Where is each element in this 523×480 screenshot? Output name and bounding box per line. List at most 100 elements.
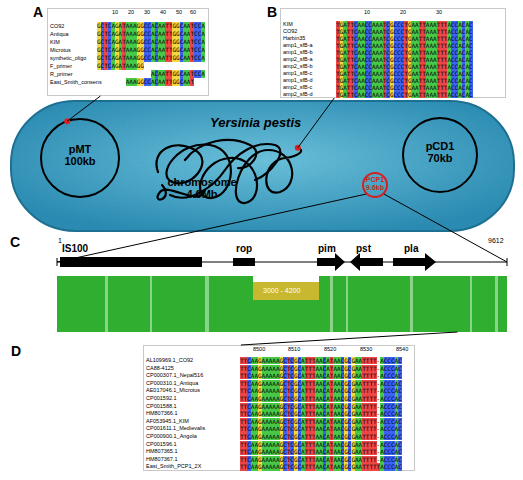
base-cell: C <box>398 357 402 364</box>
base-cell <box>108 70 112 78</box>
base-cell: C <box>398 387 402 394</box>
sequence-row: TGATTCAACCAAATCGCCCTGAATTAAATTTACCACAC <box>336 28 473 35</box>
organism-name: Yersinia pestis <box>210 116 301 130</box>
ruler-number: 30 <box>436 10 442 16</box>
base-cell <box>115 70 119 78</box>
gene-name: pst <box>356 244 371 254</box>
sequence-name: amp1_sfB-c <box>283 70 312 77</box>
base-cell: C <box>398 456 402 463</box>
alignment-panel: DAL109969.1_CO92TTCAAGAAAAAGCTCGCATTTAAC… <box>143 345 415 471</box>
base-cell: C <box>398 448 402 455</box>
sequence-name: East_Smith_consens <box>50 78 102 86</box>
sequence-name: HM807367.1 <box>146 456 178 464</box>
sequence-row: TGATTCAACCAAATCGCCCTGAATTAAATTTACCACAC <box>336 91 473 98</box>
base-cell: C <box>469 63 473 70</box>
base-cell: C <box>398 365 402 372</box>
sequence-name: amp2_sfB-b <box>283 63 313 70</box>
sequence-name: CA88-4125 <box>146 365 174 373</box>
leader-line <box>384 194 507 262</box>
sequence-row: TTCAAGAAAAAGCTCGCATTTAACATAACGCGAATTTT-A… <box>240 418 402 426</box>
gene-name: pla <box>404 244 418 254</box>
sequence-row: TGATTCAACCAAATCGCCCTGAATTAAATTTACCACAC <box>336 77 473 84</box>
sequence-name: synthetic_oligo <box>50 54 86 62</box>
ruler-number: 20 <box>128 10 134 16</box>
sequence-row: TTCAAGAAAAAGCTCGCATTTAACATAACGCGAATTTT-A… <box>240 425 402 433</box>
ruler-number: 10 <box>364 10 370 16</box>
sequence-name: East_Smith_PCP1_2X <box>146 463 201 471</box>
base-cell <box>133 70 137 78</box>
sequence-name: CP000900.1_Angola <box>146 433 197 441</box>
base-cell <box>108 78 112 86</box>
ruler-number: 8510 <box>288 347 300 353</box>
base-cell: C <box>469 35 473 42</box>
sequence-name: CP001611.1_Medievalis <box>146 425 205 433</box>
gene-map <box>57 253 507 332</box>
base-cell: C <box>469 49 473 56</box>
base-cell <box>137 70 141 78</box>
ruler-number: 30 <box>144 10 150 16</box>
base-cell: C <box>469 70 473 77</box>
sequence-name: HM807365.1 <box>146 448 178 456</box>
sequence-row: TTCAAGAAAAAGCTCGCATTTAACATAACGCGAATTTT-A… <box>240 410 402 418</box>
sequence-row: TTCAAGAAAAAGCTCGCATTTAACATAACGCGAATTTT-A… <box>240 372 402 380</box>
sequence-row: TGATTCAACCAAATCGCCCTGAATTAAATTTACCACAC <box>336 21 473 28</box>
sequence-name: CP001596.1 <box>146 441 177 449</box>
sequence-name: CO92 <box>283 28 297 35</box>
base-cell <box>115 78 119 86</box>
base-cell: G <box>140 62 144 70</box>
base-cell <box>119 78 123 86</box>
sequence-row: TTCAAGAAAAAGCTCGCATTTAACATAACGCGAATTTT-A… <box>240 365 402 373</box>
ruler-number: 40 <box>160 10 166 16</box>
plasmid-label: pMT 100kb <box>58 143 102 167</box>
ruler-number: 20 <box>400 10 406 16</box>
base-cell: A <box>201 38 205 46</box>
base-cell <box>126 70 130 78</box>
base-cell: C <box>469 84 473 91</box>
base-cell: A <box>201 70 205 78</box>
gene-name: pim <box>318 244 336 254</box>
base-cell: A <box>201 46 205 54</box>
sequence-name: CP001588.1 <box>146 403 177 411</box>
base-cell <box>97 70 101 78</box>
base-cell: A <box>201 22 205 30</box>
base-cell <box>104 70 108 78</box>
base-cell: C <box>469 21 473 28</box>
sequence-row: TTCAAGAAAAAGCTCGCATTTAACATAACGCGAATTTT-A… <box>240 387 402 395</box>
sequence-row: TTCAAGAAAAAGCTCGCATTTAACATAACGCGAATTTT-A… <box>240 456 402 464</box>
sequence-name: AL109969.1_CO92 <box>146 357 193 365</box>
sequence-row: TTCAAGAAAAAGCTCGCATTTAACATAACGCGAATTTT-A… <box>240 403 402 411</box>
base-cell: C <box>398 410 402 417</box>
ruler-number: 50 <box>176 10 182 16</box>
base-cell: C <box>398 403 402 410</box>
sequence-name: amp2_sfB-a <box>283 56 313 63</box>
base-cell: A <box>201 30 205 38</box>
sequence-row: TGATTCAACCAAATCGCCCTGAATTAAATTTACCACAC <box>336 56 473 63</box>
leader-line <box>241 332 458 345</box>
sequence-name: amp2_sfB-c <box>283 84 312 91</box>
sequence-name: KIM <box>50 38 60 46</box>
map-coordinate: 9612 <box>488 237 504 244</box>
sequence-row: TTCAAGAAAAAGCTCGCATTTAACATAACGCGAATTTT-A… <box>240 433 402 441</box>
sequence-name: KIM <box>283 21 293 28</box>
base-cell: C <box>398 441 402 448</box>
sequence-row: TGATTCAACCAAATCGCCCTGAATTAAATTTACCACAC <box>336 63 473 70</box>
panel-letter: C <box>10 235 20 250</box>
sequence-row: TTCAAGAAAAAGCTCGCATTTAACATAACGCGAATTTT-A… <box>240 448 402 456</box>
panel-letter: B <box>267 5 277 20</box>
base-cell <box>119 70 123 78</box>
map-coordinate: 1 <box>58 237 62 244</box>
base-cell <box>104 78 108 86</box>
sequence-name: AF053945.1_KIM <box>146 418 189 426</box>
sequence-row: GCTCAGATAAAGGCCACAATTGGCAATCCA <box>97 54 205 62</box>
base-cell: C <box>398 380 402 387</box>
base-cell: C <box>398 372 402 379</box>
sequence-row: TTCAAGAAAAAGCTCGCATTTAACATAACGCGAATTTT-A… <box>240 380 402 388</box>
sequence-name: Harbin35 <box>283 35 305 42</box>
sequence-row: GCTCAGATAAAGGCCACAATTGGCAATCCA <box>97 46 205 54</box>
base-cell <box>97 78 101 86</box>
base-cell: C <box>469 56 473 63</box>
alignment-panel: ACO92GCTCAGATAAAGGCCACAATTGGCAATCCAAntiq… <box>47 8 209 96</box>
sequence-name: amp2_sfB-d <box>283 91 313 98</box>
base-cell: A <box>201 54 205 62</box>
sequence-row: GCTCAGATAAAGG <box>97 62 144 70</box>
